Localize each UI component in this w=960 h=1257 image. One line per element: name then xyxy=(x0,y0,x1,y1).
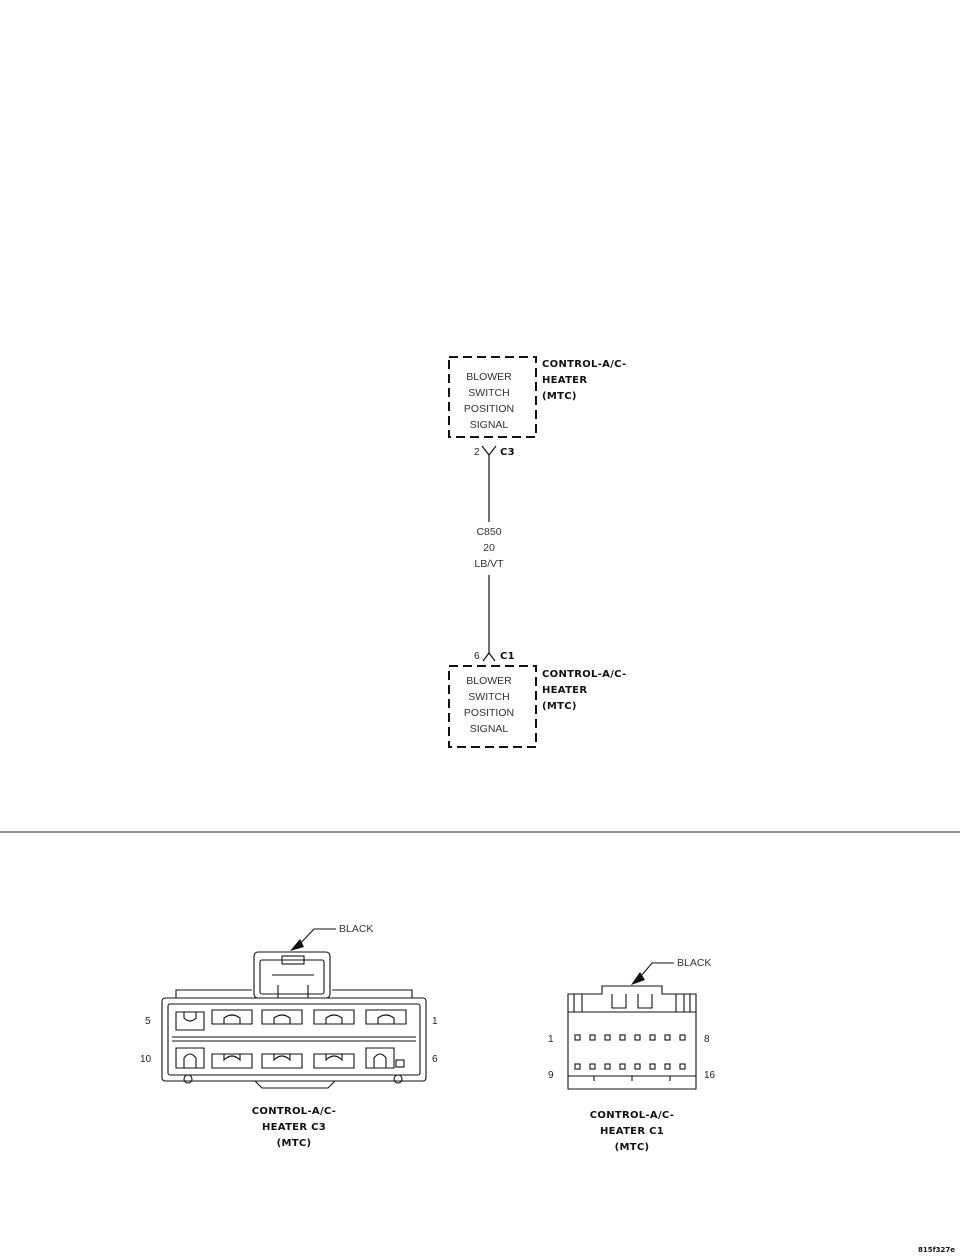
c3-latch-tab xyxy=(281,955,305,965)
c3-polarity-mark xyxy=(395,1059,405,1068)
c3-housing-outer xyxy=(161,997,427,1082)
top-component-line-4: SIGNAL xyxy=(470,419,509,431)
c3-top-row-cavities xyxy=(175,1009,407,1031)
c3-cavity-6 xyxy=(365,1047,395,1069)
c3-bottom-key xyxy=(254,1080,336,1089)
c1-pin-label-bottom-left: 9 xyxy=(548,1070,554,1081)
c3-cavity-5 xyxy=(175,1011,205,1031)
c3-cavity-4 xyxy=(211,1009,253,1025)
c3-pin-label-top-left: 5 xyxy=(145,1016,151,1027)
c1-pin-14 xyxy=(649,1063,656,1070)
c1-caption-1: CONTROL-A/C- xyxy=(590,1110,674,1121)
c1-connector-view: BLACK 1 8 xyxy=(548,957,716,1153)
c1-pin-13 xyxy=(634,1063,641,1070)
c1-pin-16 xyxy=(679,1063,686,1070)
c3-pin-label-bottom-right: 6 xyxy=(432,1054,438,1065)
top-connector-id: C3 xyxy=(500,447,515,458)
c3-pin-label-top-right: 1 xyxy=(432,1016,438,1027)
c1-pin-15 xyxy=(664,1063,671,1070)
bottom-pin-number: 6 xyxy=(474,651,480,662)
bottom-connector-id: C1 xyxy=(500,651,515,662)
c3-connector-view: BLACK xyxy=(140,923,438,1149)
bottom-component: 6 C1 BLOWER SWITCH POSITION SIGNAL CONTR… xyxy=(448,651,626,748)
c1-caption-2: HEATER C1 xyxy=(600,1126,664,1137)
c3-cavity-7 xyxy=(313,1053,355,1069)
c1-pin-12 xyxy=(619,1063,626,1070)
top-component-name-3: (MTC) xyxy=(542,391,577,402)
c1-pin-4 xyxy=(619,1034,626,1041)
c3-color-label: BLACK xyxy=(339,923,373,935)
top-component-line-3: POSITION xyxy=(464,403,514,415)
c1-side-ribs xyxy=(573,994,691,1012)
c3-cavity-9 xyxy=(211,1053,253,1069)
c1-pin-6 xyxy=(649,1034,656,1041)
bottom-component-name-2: HEATER xyxy=(542,685,587,696)
top-component-line-1: BLOWER xyxy=(466,371,512,383)
figure-id: 815f327e xyxy=(918,1246,955,1254)
c3-caption-2: HEATER C3 xyxy=(262,1122,326,1133)
c1-pin-7 xyxy=(664,1034,671,1041)
c3-cavity-2 xyxy=(313,1009,355,1025)
wire: C850 20 LB/VT xyxy=(474,455,504,653)
wire-circuit: C850 xyxy=(476,526,501,538)
c3-caption-3: (MTC) xyxy=(277,1138,312,1149)
wire-color: LB/VT xyxy=(474,558,504,570)
c3-housing-top xyxy=(175,989,413,998)
top-component-line-2: SWITCH xyxy=(468,387,509,399)
bottom-component-line-2: SWITCH xyxy=(468,691,509,703)
top-pin-number: 2 xyxy=(474,447,480,458)
c1-pin-label-bottom-right: 16 xyxy=(704,1070,716,1081)
top-component-dashed-box xyxy=(448,356,537,438)
top-connector-symbol xyxy=(481,445,497,456)
c1-bottom-notches xyxy=(593,1076,671,1081)
c3-caption-1: CONTROL-A/C- xyxy=(252,1106,336,1117)
bottom-component-name-3: (MTC) xyxy=(542,701,577,712)
c1-key-ribs xyxy=(611,994,653,1009)
c3-housing-inner xyxy=(167,1003,421,1076)
c1-caption-3: (MTC) xyxy=(615,1142,650,1153)
c3-cavity-3 xyxy=(261,1009,303,1025)
wire-gauge: 20 xyxy=(483,542,495,554)
top-component: BLOWER SWITCH POSITION SIGNAL CONTROL-A/… xyxy=(448,356,626,458)
c3-foot-right xyxy=(393,1074,403,1084)
c1-pin-1 xyxy=(574,1034,581,1041)
bottom-component-line-1: BLOWER xyxy=(466,675,512,687)
c3-foot-left xyxy=(183,1074,193,1084)
c1-bottom-row-pins xyxy=(574,1063,686,1070)
top-component-name-2: HEATER xyxy=(542,375,587,386)
c3-cavity-10 xyxy=(175,1047,205,1069)
c1-pin-5 xyxy=(634,1034,641,1041)
c1-pin-label-top-right: 8 xyxy=(704,1034,710,1045)
c1-top-row-pins xyxy=(574,1034,686,1041)
c1-pin-3 xyxy=(604,1034,611,1041)
c1-callout-arrow xyxy=(631,972,645,985)
c3-latch-inner xyxy=(259,959,325,995)
bottom-connector-symbol xyxy=(482,652,496,662)
c3-cavity-1 xyxy=(365,1009,407,1025)
c1-pin-label-top-left: 1 xyxy=(548,1034,554,1045)
bottom-component-line-3: POSITION xyxy=(464,707,514,719)
c1-color-label: BLACK xyxy=(677,957,711,969)
c3-bottom-row-cavities xyxy=(175,1047,405,1069)
bottom-component-name-1: CONTROL-A/C- xyxy=(542,669,626,680)
bottom-component-dashed-box xyxy=(448,665,537,748)
c1-pin-11 xyxy=(604,1063,611,1070)
c3-pin-label-bottom-left: 10 xyxy=(140,1054,152,1065)
top-component-name-1: CONTROL-A/C- xyxy=(542,359,626,370)
c3-cavity-8 xyxy=(261,1053,303,1069)
c1-pin-8 xyxy=(679,1034,686,1041)
c1-pin-9 xyxy=(574,1063,581,1070)
bottom-component-line-4: SIGNAL xyxy=(470,723,509,735)
c1-pin-10 xyxy=(589,1063,596,1070)
c1-pin-2 xyxy=(589,1034,596,1041)
c1-housing-outer xyxy=(567,985,697,1090)
c3-callout-arrow xyxy=(290,939,304,951)
